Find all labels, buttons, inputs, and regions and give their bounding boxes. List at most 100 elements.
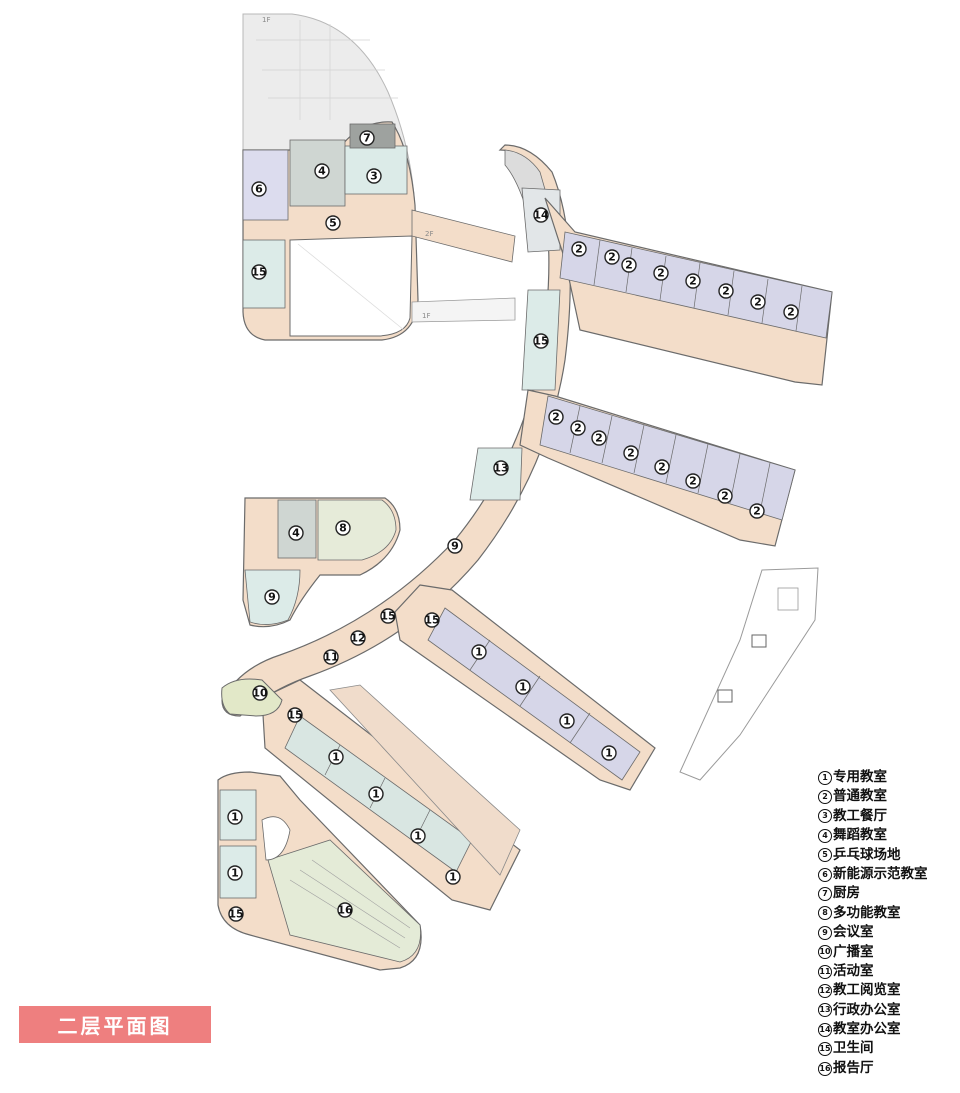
svg-text:9: 9: [268, 591, 276, 604]
svg-text:1: 1: [605, 747, 613, 760]
legend-label: 厨房: [833, 885, 860, 902]
svg-text:2: 2: [595, 432, 603, 445]
legend-label: 多功能教室: [833, 904, 901, 921]
east-annex: [679, 567, 819, 781]
room-marker: 2: [717, 488, 733, 504]
svg-text:1: 1: [563, 715, 571, 728]
svg-text:14: 14: [533, 209, 549, 222]
room-marker: 4: [288, 525, 304, 541]
legend-number: 15: [818, 1042, 832, 1057]
svg-text:1: 1: [231, 811, 239, 824]
floor-mark-1: 1F: [262, 16, 270, 24]
drawing-title: 二层平面图: [19, 1006, 211, 1043]
legend-number: 8: [818, 906, 832, 921]
room-marker: 15: [287, 707, 303, 723]
room-marker: 3: [366, 168, 382, 184]
svg-text:13: 13: [493, 462, 508, 475]
room-marker: 9: [264, 589, 280, 605]
room-marker: 12: [350, 630, 366, 646]
room-marker: 15: [228, 906, 244, 922]
svg-text:2: 2: [627, 447, 635, 460]
svg-text:15: 15: [424, 614, 439, 627]
legend-label: 卫生间: [833, 1040, 874, 1057]
room-marker: 16: [337, 902, 353, 918]
svg-text:1: 1: [449, 871, 457, 884]
room-marker: 1: [328, 749, 344, 765]
legend-number: 2: [818, 790, 832, 805]
room-marker: 15: [380, 608, 396, 624]
svg-text:2: 2: [754, 296, 762, 309]
room-marker: 2: [783, 304, 799, 320]
svg-text:16: 16: [337, 904, 353, 917]
legend-number: 4: [818, 828, 832, 843]
room-marker: 13: [493, 460, 509, 476]
room-marker: 1: [601, 745, 617, 761]
svg-text:1: 1: [519, 681, 527, 694]
west-middle-block: [242, 497, 401, 628]
room-marker: 10: [252, 685, 268, 701]
room-marker: 2: [621, 257, 637, 273]
svg-text:2: 2: [625, 259, 633, 272]
room-marker: 6: [251, 181, 267, 197]
svg-text:2: 2: [608, 251, 616, 264]
svg-text:15: 15: [533, 335, 548, 348]
svg-text:2: 2: [722, 285, 730, 298]
room-marker: 2: [548, 409, 564, 425]
svg-text:11: 11: [323, 651, 338, 664]
svg-text:1: 1: [332, 751, 340, 764]
svg-text:2: 2: [575, 243, 583, 256]
svg-text:7: 7: [363, 132, 371, 145]
room-marker: 11: [323, 649, 339, 665]
legend-label: 教工餐厅: [833, 807, 887, 824]
svg-text:1: 1: [414, 830, 422, 843]
room-markers: 7 4 3 6 5 15 14 2 2 2 2 2 2 2 2 15 2 2 2…: [227, 130, 799, 922]
legend-number: 11: [818, 964, 832, 979]
svg-text:10: 10: [252, 687, 268, 700]
legend-label: 广播室: [833, 943, 874, 960]
room-marker: 15: [424, 612, 440, 628]
room-marker: 2: [570, 420, 586, 436]
room-marker: 2: [591, 430, 607, 446]
room-marker: 2: [653, 265, 669, 281]
room-marker: 1: [227, 865, 243, 881]
room-marker: 14: [533, 207, 549, 223]
legend-number: 13: [818, 1003, 832, 1018]
legend-number: 10: [818, 945, 832, 960]
room-marker: 1: [515, 679, 531, 695]
bridge-links: [411, 209, 516, 323]
broadcast-pod: [221, 678, 283, 717]
room-marker: 1: [471, 644, 487, 660]
southwest-block: [217, 771, 422, 971]
legend-number: 12: [818, 983, 832, 998]
legend-label: 普通教室: [833, 788, 887, 805]
svg-text:2: 2: [721, 490, 729, 503]
room-marker: 2: [718, 283, 734, 299]
legend-number: 1: [818, 770, 832, 785]
room-marker: 5: [325, 215, 341, 231]
room-marker: 2: [623, 445, 639, 461]
room-marker: 1: [559, 713, 575, 729]
svg-text:2: 2: [753, 505, 761, 518]
legend-label: 教工阅览室: [833, 982, 901, 999]
legend-label: 会议室: [833, 924, 874, 941]
legend-number: 16: [818, 1061, 832, 1076]
legend-label: 新能源示范教室: [833, 865, 928, 882]
room-marker: 1: [410, 828, 426, 844]
svg-text:5: 5: [329, 217, 337, 230]
legend-label: 教室办公室: [833, 1021, 901, 1038]
